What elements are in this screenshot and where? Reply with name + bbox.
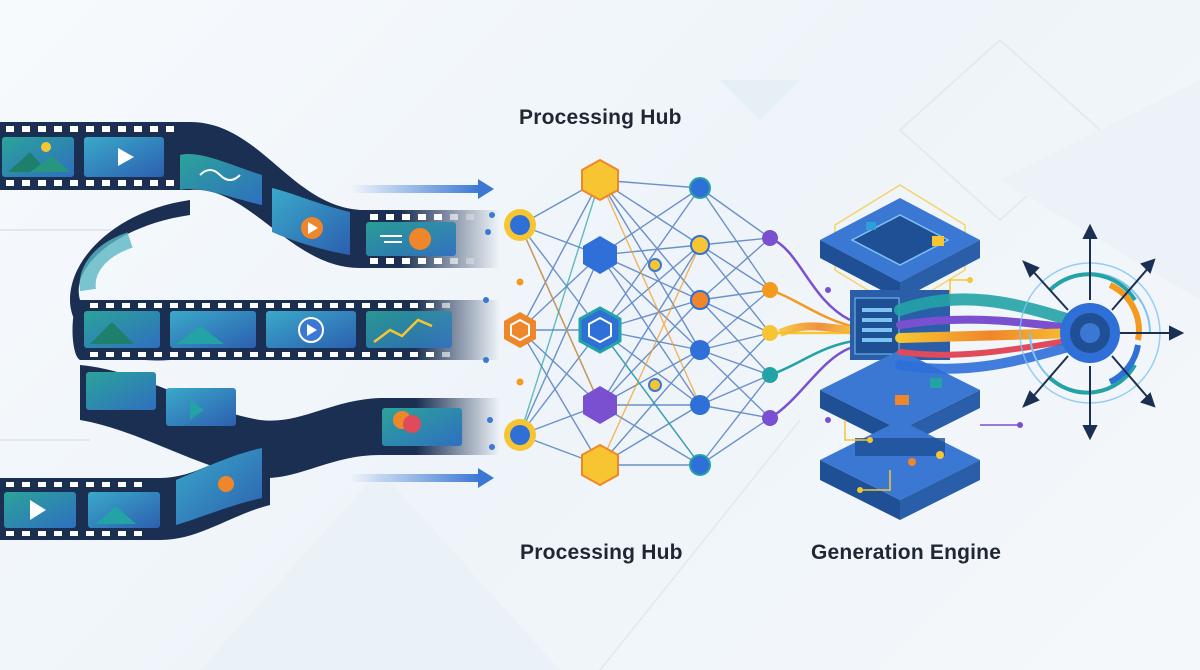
film-strip-bottom bbox=[0, 440, 270, 540]
node bbox=[583, 386, 617, 424]
film-strip-top bbox=[0, 122, 500, 268]
film-strip-middle bbox=[72, 300, 500, 360]
neural-network bbox=[483, 158, 778, 487]
node bbox=[690, 290, 710, 310]
node bbox=[690, 395, 710, 415]
node bbox=[583, 236, 617, 274]
film-strip-curl bbox=[70, 200, 190, 361]
flow-arrows bbox=[350, 179, 494, 488]
node bbox=[578, 306, 622, 354]
node bbox=[581, 443, 619, 487]
processing-hub-bottom-label: Processing Hub bbox=[520, 541, 683, 564]
node bbox=[504, 312, 536, 348]
node bbox=[581, 158, 619, 202]
node bbox=[689, 177, 711, 199]
processing-hub-top-label: Processing Hub bbox=[519, 106, 682, 129]
film-strip-lower bbox=[80, 365, 500, 479]
generation-engine bbox=[820, 184, 1023, 520]
node bbox=[690, 340, 710, 360]
node bbox=[690, 235, 710, 255]
generation-engine-label: Generation Engine bbox=[811, 541, 1002, 564]
frame-wave bbox=[180, 154, 262, 205]
target-burst-icon bbox=[1019, 223, 1185, 441]
node bbox=[689, 454, 711, 476]
